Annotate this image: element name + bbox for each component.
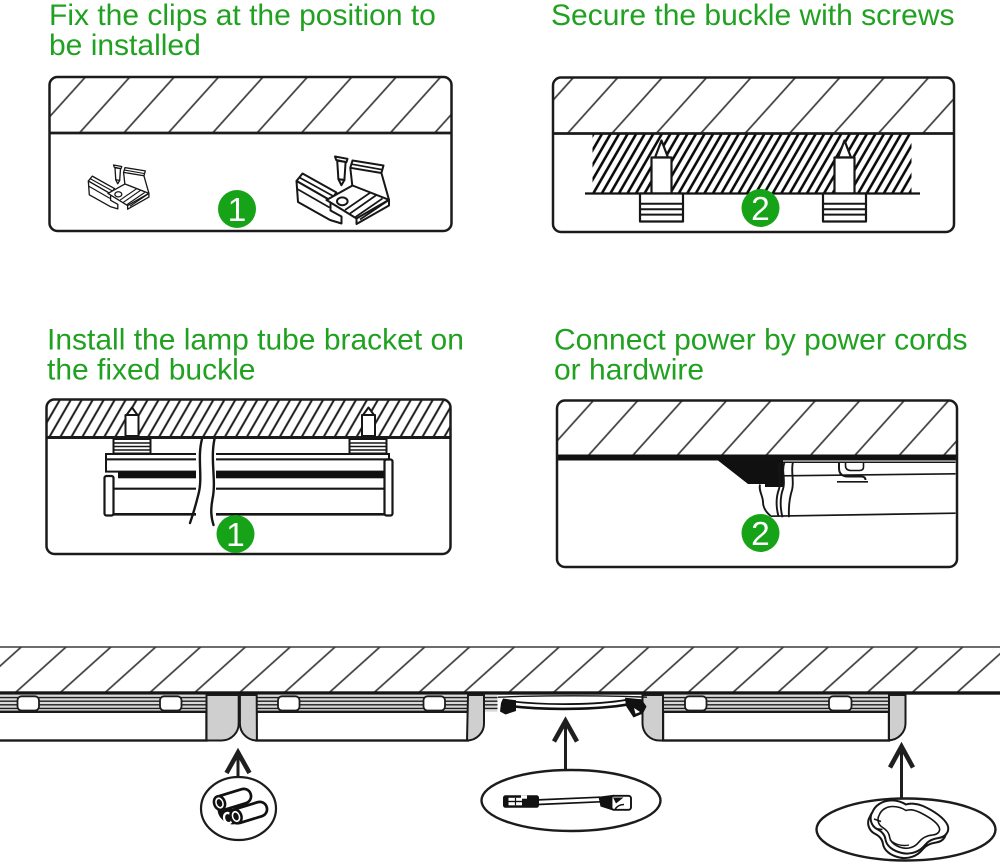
svg-text:be installed: be installed [49,29,201,62]
svg-text:the fixed buckle: the fixed buckle [47,354,255,387]
svg-text:Secure the buckle with screws: Secure the buckle with screws [551,0,955,32]
svg-text:1: 1 [228,192,247,229]
svg-text:Install the lamp tube bracket: Install the lamp tube bracket on [47,324,464,357]
svg-text:Fix the clips at the position: Fix the clips at the position to [49,0,436,32]
svg-text:or hardwire: or hardwire [554,354,704,387]
svg-text:Connect power by power cords: Connect power by power cords [554,324,968,357]
svg-text:2: 2 [751,191,770,228]
svg-text:2: 2 [751,516,770,553]
svg-text:1: 1 [226,517,245,554]
